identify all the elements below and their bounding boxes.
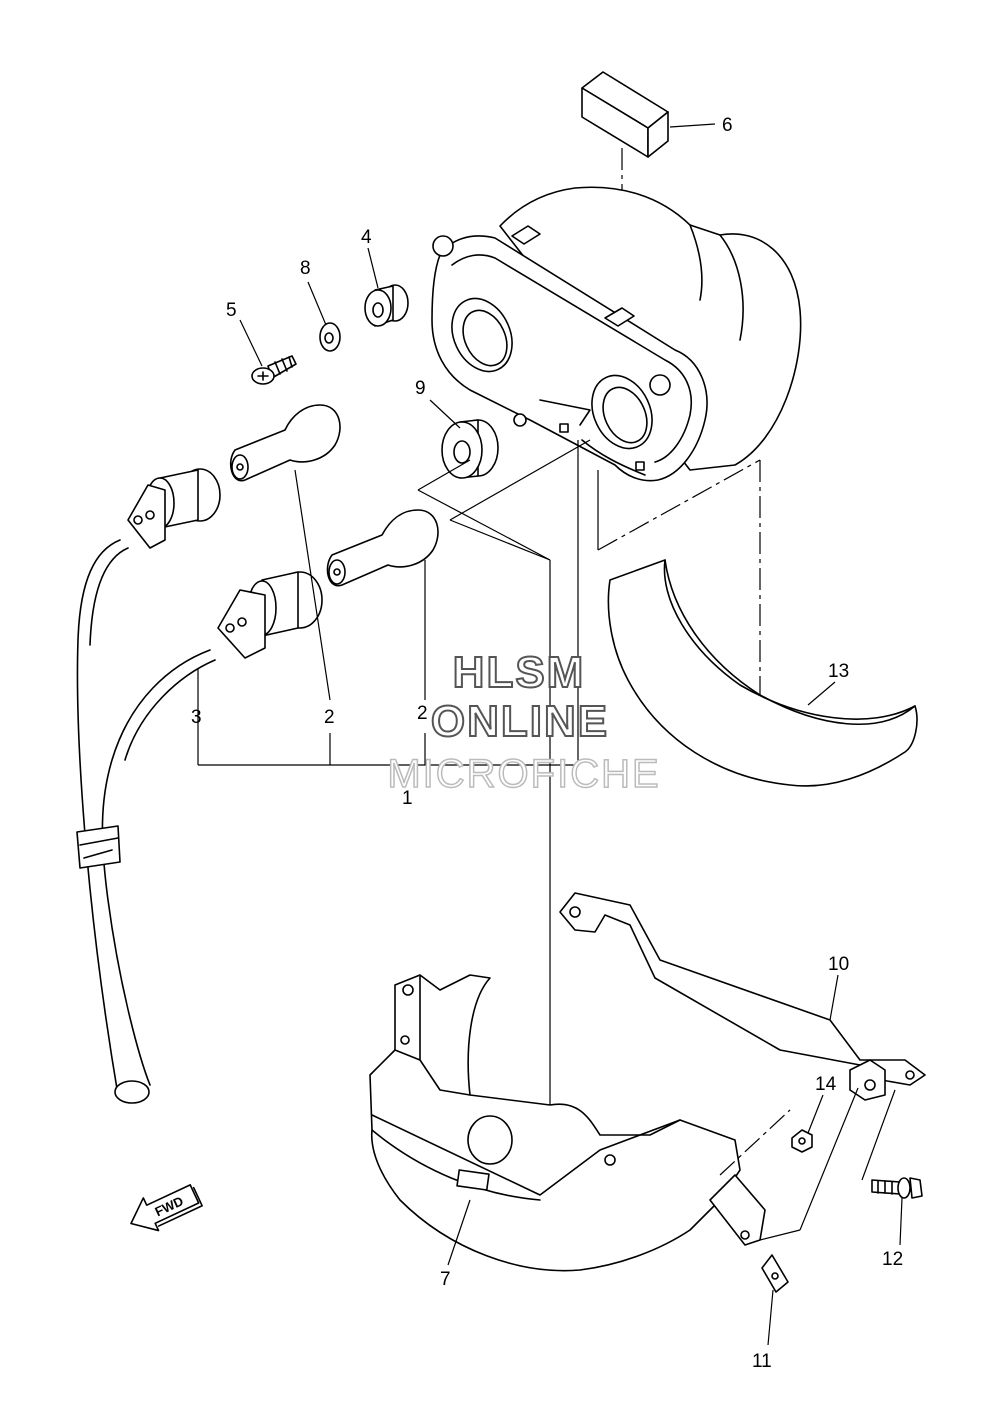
lamp-housing bbox=[431, 186, 802, 482]
callout-7: 6 bbox=[722, 115, 733, 136]
callout-14: 14 bbox=[815, 1074, 837, 1095]
callout-8: 9 bbox=[415, 378, 426, 399]
callout-9: 7 bbox=[440, 1269, 451, 1290]
fastener-guide-lines bbox=[719, 1087, 896, 1241]
socket-lower bbox=[217, 571, 323, 659]
callout-5: 5 bbox=[226, 300, 237, 321]
part-12-bolt bbox=[871, 1177, 923, 1199]
part-7-pad bbox=[581, 71, 669, 260]
fwd-arrow: FWD bbox=[130, 1184, 203, 1232]
bulb-upper bbox=[229, 404, 341, 482]
wire-harness bbox=[76, 539, 216, 1104]
part-5-screw bbox=[251, 355, 297, 385]
callout-2-right: 2 bbox=[417, 703, 428, 724]
housing-guide-lines bbox=[549, 440, 761, 1105]
callout-13: 13 bbox=[828, 661, 849, 682]
part-6-washer bbox=[319, 322, 341, 352]
part-4-grommet bbox=[364, 284, 409, 327]
callout-6: 8 bbox=[300, 258, 311, 279]
callout-4: 4 bbox=[361, 227, 372, 248]
callout-3: 3 bbox=[191, 707, 202, 728]
part-11-clip bbox=[761, 1254, 789, 1293]
callout-10: 10 bbox=[828, 954, 849, 975]
callout-1: 1 bbox=[402, 788, 413, 809]
part-14-nut bbox=[791, 1129, 813, 1153]
callout-labels: 6 4 8 5 9 13 3 2 2 1 10 14 12 7 11 bbox=[191, 115, 903, 1372]
part-9-cover bbox=[369, 974, 766, 1272]
leader-1-bracket bbox=[197, 439, 591, 766]
callout-2-left: 2 bbox=[324, 707, 335, 728]
part-13-band bbox=[607, 559, 918, 787]
bulb-lower bbox=[326, 509, 439, 587]
callout-leaders bbox=[239, 123, 903, 1346]
part-8-grommet bbox=[441, 419, 499, 479]
socket-upper bbox=[127, 468, 221, 549]
callout-12: 12 bbox=[882, 1249, 903, 1270]
part-10-bracket bbox=[559, 892, 926, 1101]
callout-11: 11 bbox=[752, 1351, 772, 1372]
